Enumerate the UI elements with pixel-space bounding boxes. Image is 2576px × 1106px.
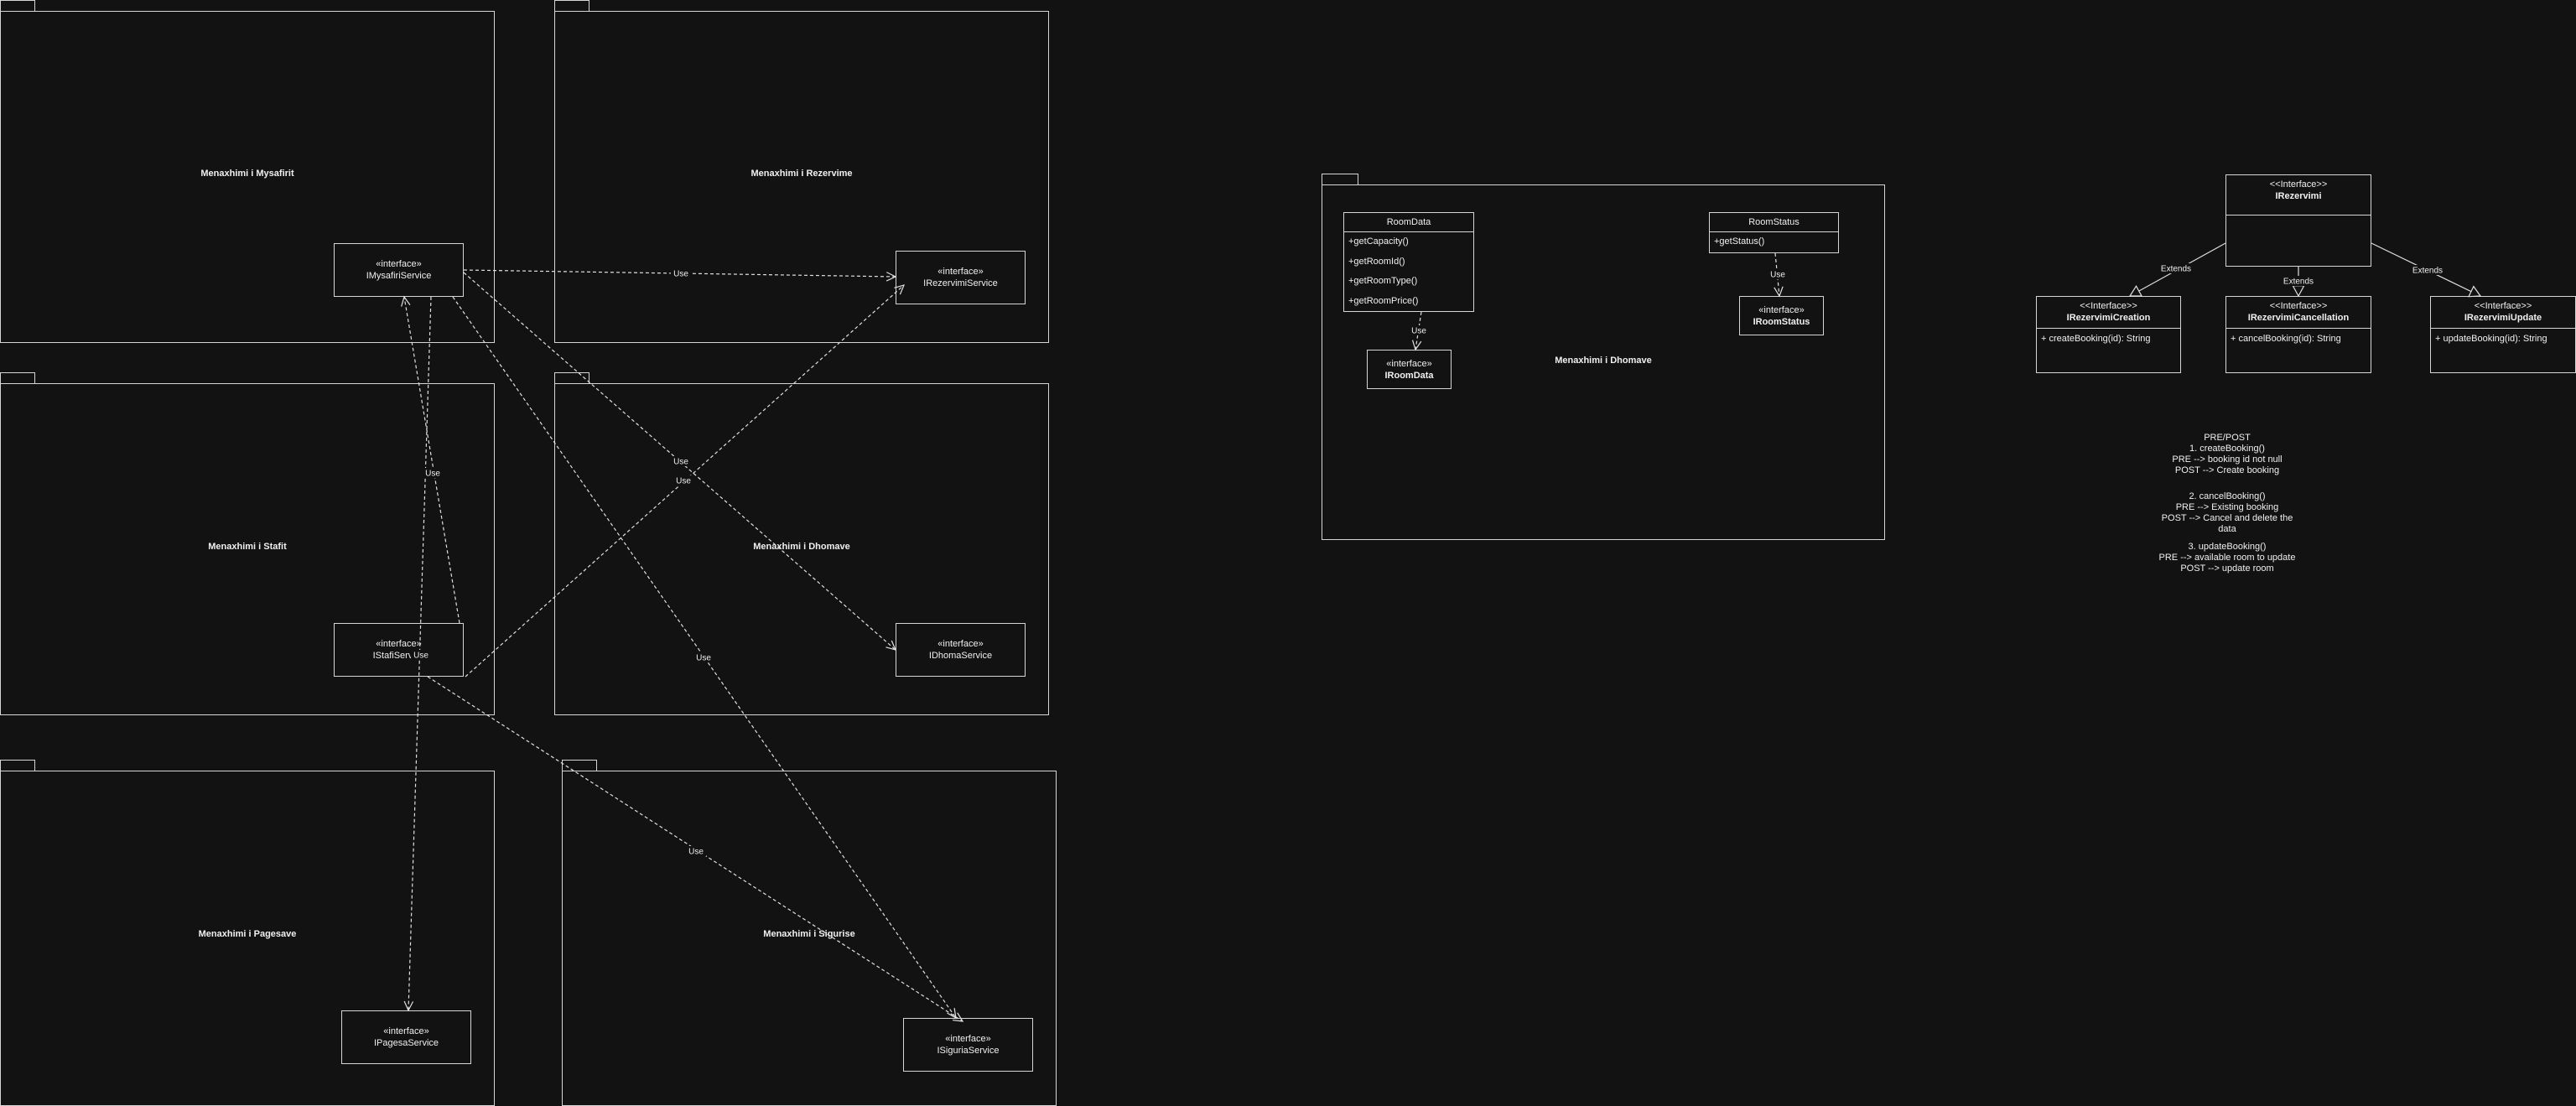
class-method: +getCapacity() xyxy=(1348,236,1409,247)
stereotype-label: «interface» xyxy=(376,639,422,649)
uml-stereotype: <<Interface>> xyxy=(2080,301,2137,311)
edge-extends-update-arrowhead xyxy=(2468,285,2482,298)
note-line: PRE --> available room to update xyxy=(2158,553,2296,563)
edge-extends-creation-label: Extends xyxy=(2156,263,2196,274)
uml-head: <<Interface>> IRezervimiUpdate xyxy=(2431,297,2575,329)
uml-interface-irezervimiupdate[interactable]: <<Interface>> IRezervimiUpdate + updateB… xyxy=(2430,296,2576,373)
stereotype-label: «interface» xyxy=(945,1034,991,1044)
uml-interface-name: IRezervimiCancellation xyxy=(2247,313,2350,323)
package-label-dhomave: Menaxhimi i Dhomave xyxy=(753,542,850,552)
stereotype-label: «interface» xyxy=(1758,304,1805,315)
package-tab-dhomave xyxy=(554,372,589,384)
interface-istafiservice[interactable]: «interface» IStafiService xyxy=(334,623,464,677)
prepost-notes: PRE/POST 1. createBooking() PRE --> book… xyxy=(2152,433,2303,574)
uml-interface-irezervimicreation[interactable]: <<Interface>> IRezervimiCreation + creat… xyxy=(2036,296,2181,373)
uml-interface-name: IRezervimiCreation xyxy=(2066,313,2151,323)
class-roomstatus[interactable]: RoomStatus +getStatus() xyxy=(1709,212,1839,253)
uml-interface-irezervimi[interactable]: <<Interface>> IRezervimi xyxy=(2225,174,2371,267)
note-line: 2. cancelBooking() xyxy=(2189,491,2266,501)
interface-ipagesaservice[interactable]: «interface» IPagesaService xyxy=(341,1010,471,1064)
edge-extends-cancellation-arrowhead xyxy=(2292,285,2305,298)
uml-stereotype: <<Interface>> xyxy=(2474,301,2532,311)
class-method: +getRoomPrice() xyxy=(1348,295,1419,306)
interface-name: IRoomData xyxy=(1384,370,1434,381)
interface-name: IDhomaService xyxy=(928,651,993,661)
note-line: POST --> Create booking xyxy=(2174,465,2280,475)
package-label-pagesave: Menaxhimi i Pagesave xyxy=(198,929,297,939)
package-mysafirit xyxy=(0,11,495,343)
note-line: POST --> Cancel and delete the data xyxy=(2161,513,2293,534)
package-tab-sigurise xyxy=(562,760,597,771)
package-tab-mysafirit xyxy=(0,0,35,12)
package-label-dhomave-detail: Menaxhimi i Dhomave xyxy=(1555,356,1652,366)
edge-extends-cancellation-label: Extends xyxy=(2278,276,2319,287)
stereotype-label: «interface» xyxy=(376,259,422,269)
package-label-rezervime: Menaxhimi i Rezervime xyxy=(750,169,853,179)
interface-name: IRoomStatus xyxy=(1753,316,1810,327)
note-line: 3. updateBooking() xyxy=(2188,542,2267,552)
uml-method: + cancelBooking(id): String xyxy=(2231,334,2341,344)
uml-method: + updateBooking(id): String xyxy=(2435,334,2547,344)
package-tab-stafit xyxy=(0,372,35,384)
interface-name: IRezervimiService xyxy=(923,278,998,288)
uml-head: <<Interface>> IRezervimiCreation xyxy=(2037,297,2180,329)
package-label-sigurise: Menaxhimi i Sigurise xyxy=(763,929,855,939)
package-label-stafit: Menaxhimi i Stafit xyxy=(208,542,287,552)
class-method: +getRoomType() xyxy=(1348,276,1418,286)
note-line: PRE --> booking id not null xyxy=(2172,454,2283,465)
note-line: PRE --> Existing booking xyxy=(2175,502,2279,512)
interface-name: ISiguriaService xyxy=(937,1046,1000,1056)
stereotype-label: «interface» xyxy=(1386,358,1432,369)
svg-text:Extends: Extends xyxy=(2283,278,2314,287)
class-name: RoomData xyxy=(1344,213,1473,232)
interface-iroomstatus[interactable]: «interface» IRoomStatus xyxy=(1739,296,1824,335)
interface-iroomdata[interactable]: «interface» IRoomData xyxy=(1367,350,1452,389)
class-method: +getStatus() xyxy=(1714,236,1765,247)
uml-head: <<Interface>> IRezervimi xyxy=(2226,175,2371,215)
stereotype-label: «interface» xyxy=(937,639,984,649)
svg-text:Extends: Extends xyxy=(2161,265,2191,274)
note-line: PRE/POST xyxy=(2204,433,2251,443)
uml-head: <<Interface>> IRezervimiCancellation xyxy=(2226,297,2371,329)
note-line: 1. createBooking() xyxy=(2189,444,2265,454)
package-dhomave-detail xyxy=(1322,184,1885,540)
uml-method: + createBooking(id): String xyxy=(2041,334,2151,344)
interface-irezervimiservice[interactable]: «interface» IRezervimiService xyxy=(896,251,1026,304)
package-tab-dhomave-detail xyxy=(1322,174,1358,185)
uml-interface-name: IRezervimi xyxy=(2275,191,2322,201)
uml-interface-name: IRezervimiUpdate xyxy=(2464,313,2542,323)
class-name: RoomStatus xyxy=(1710,213,1838,232)
class-roomdata[interactable]: RoomData +getCapacity() +getRoomId() +ge… xyxy=(1343,212,1474,312)
stereotype-label: «interface» xyxy=(383,1026,429,1036)
edge-extends-update-label: Extends xyxy=(2407,265,2448,276)
uml-stereotype: <<Interface>> xyxy=(2269,179,2328,190)
stereotype-label: «interface» xyxy=(937,267,984,277)
package-tab-rezervime xyxy=(554,0,589,12)
edge-extends-creation-arrowhead xyxy=(2128,285,2143,297)
interface-isiguriaservice[interactable]: «interface» ISiguriaService xyxy=(903,1018,1033,1072)
interface-name: IStafiService xyxy=(372,651,425,661)
svg-text:Extends: Extends xyxy=(2412,267,2443,276)
note-line: POST --> update room xyxy=(2180,563,2274,574)
uml-interface-irezervimicancellation[interactable]: <<Interface>> IRezervimiCancellation + c… xyxy=(2225,296,2371,373)
interface-imysafiriservice[interactable]: «interface» IMysafiriService xyxy=(334,243,464,297)
class-method: +getRoomId() xyxy=(1348,256,1405,267)
package-label-mysafirit: Menaxhimi i Mysafirit xyxy=(200,169,294,179)
uml-stereotype: <<Interface>> xyxy=(2269,301,2328,311)
package-tab-pagesave xyxy=(0,760,35,771)
interface-name: IMysafiriService xyxy=(366,271,432,281)
edge-extends-creation xyxy=(2129,242,2226,297)
edge-extends-update xyxy=(2371,242,2481,297)
interface-name: IPagesaService xyxy=(373,1038,439,1048)
interface-idhomaservice[interactable]: «interface» IDhomaService xyxy=(896,623,1026,677)
